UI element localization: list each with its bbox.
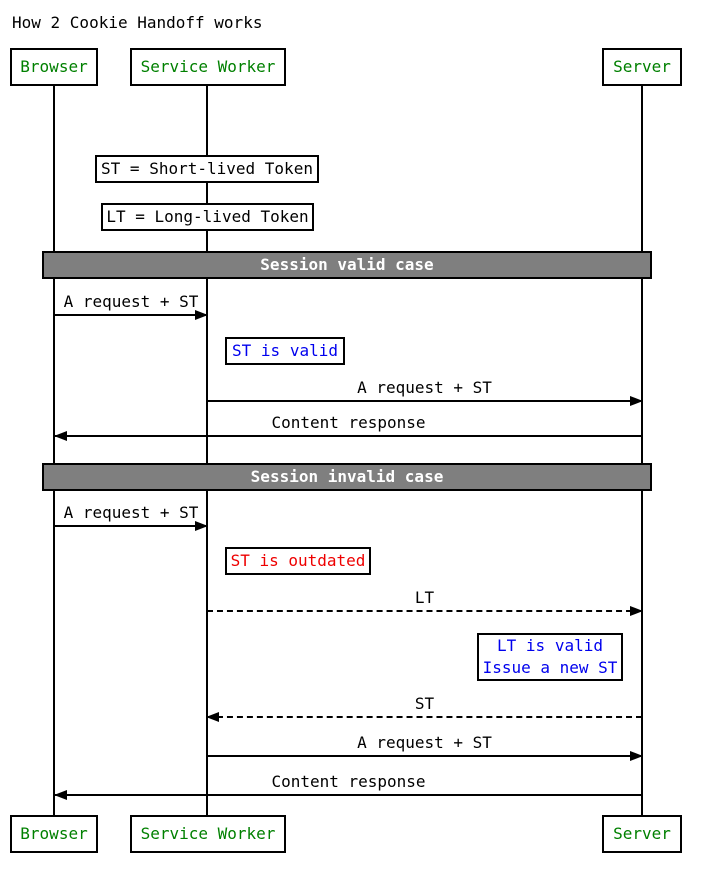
- message-line-dashed: [207, 716, 642, 718]
- note-st-is-valid: ST is valid: [225, 337, 345, 365]
- note-lt-is-valid: LT is valid Issue a new ST: [477, 633, 623, 681]
- message-line: [207, 400, 642, 402]
- message-label: LT: [414, 588, 435, 607]
- message-line: [55, 794, 642, 796]
- message-content-response-server-to-browser: Content response: [54, 411, 642, 441]
- diagram-title: How 2 Cookie Handoff works: [12, 13, 263, 32]
- message-label: ST: [414, 694, 435, 713]
- actor-server-bottom: Server: [602, 815, 682, 853]
- actor-browser-label: Browser: [20, 57, 88, 76]
- message-st-server-to-sw: ST: [206, 692, 642, 722]
- note-st-is-valid-text: ST is valid: [232, 341, 338, 360]
- note-st-is-outdated-text: ST is outdated: [230, 551, 366, 570]
- lifeline-browser: [53, 86, 55, 816]
- message-request-st-sw-to-server-2: A request + ST: [207, 731, 643, 761]
- actor-service-worker-label: Service Worker: [140, 57, 276, 76]
- message-request-st-browser-to-sw-2: A request + ST: [55, 501, 208, 531]
- arrowhead-left-icon: [54, 790, 67, 800]
- arrowhead-right-icon: [630, 751, 643, 761]
- lifeline-service-worker: [206, 86, 208, 816]
- arrowhead-right-icon: [195, 310, 208, 320]
- actor-service-worker-bottom: Service Worker: [130, 815, 286, 853]
- section-band-invalid-case-label: Session invalid case: [250, 467, 444, 486]
- message-line: [207, 755, 642, 757]
- lifeline-server: [641, 86, 643, 816]
- arrowhead-left-icon: [54, 431, 67, 441]
- actor-service-worker-label: Service Worker: [140, 824, 276, 843]
- message-label: Content response: [271, 772, 426, 791]
- actor-browser-bottom: Browser: [10, 815, 98, 853]
- note-st-definition-text: ST = Short-lived Token: [101, 159, 313, 178]
- actor-server-top: Server: [602, 48, 682, 86]
- message-label: A request + ST: [63, 503, 199, 522]
- note-lt-is-valid-line2: Issue a new ST: [482, 658, 618, 677]
- actor-server-label: Server: [613, 57, 671, 76]
- actor-server-label: Server: [613, 824, 671, 843]
- message-request-st-browser-to-sw: A request + ST: [55, 290, 208, 320]
- arrowhead-right-icon: [630, 606, 643, 616]
- note-lt-is-valid-line1: LT is valid: [497, 636, 603, 655]
- section-band-valid-case-label: Session valid case: [260, 255, 434, 274]
- message-line: [55, 525, 207, 527]
- message-label: A request + ST: [357, 733, 492, 752]
- message-label: Content response: [271, 413, 426, 432]
- message-line-dashed: [207, 610, 642, 612]
- arrowhead-right-icon: [630, 396, 643, 406]
- message-content-response-server-to-browser-2: Content response: [54, 770, 642, 800]
- message-lt-sw-to-server: LT: [207, 586, 643, 616]
- actor-service-worker-top: Service Worker: [130, 48, 286, 86]
- message-line: [55, 314, 207, 316]
- note-lt-definition-text: LT = Long-lived Token: [106, 207, 309, 226]
- note-st-definition: ST = Short-lived Token: [95, 155, 319, 183]
- note-lt-definition: LT = Long-lived Token: [101, 203, 314, 231]
- section-band-invalid-case: Session invalid case: [42, 463, 652, 491]
- actor-browser-top: Browser: [10, 48, 98, 86]
- actor-browser-label: Browser: [20, 824, 88, 843]
- message-label: A request + ST: [63, 292, 199, 311]
- section-band-valid-case: Session valid case: [42, 251, 652, 279]
- arrowhead-right-icon: [195, 521, 208, 531]
- message-line: [55, 435, 642, 437]
- arrowhead-left-icon: [206, 712, 219, 722]
- message-label: A request + ST: [357, 378, 492, 397]
- message-request-st-sw-to-server: A request + ST: [207, 376, 643, 406]
- note-st-is-outdated: ST is outdated: [225, 547, 371, 575]
